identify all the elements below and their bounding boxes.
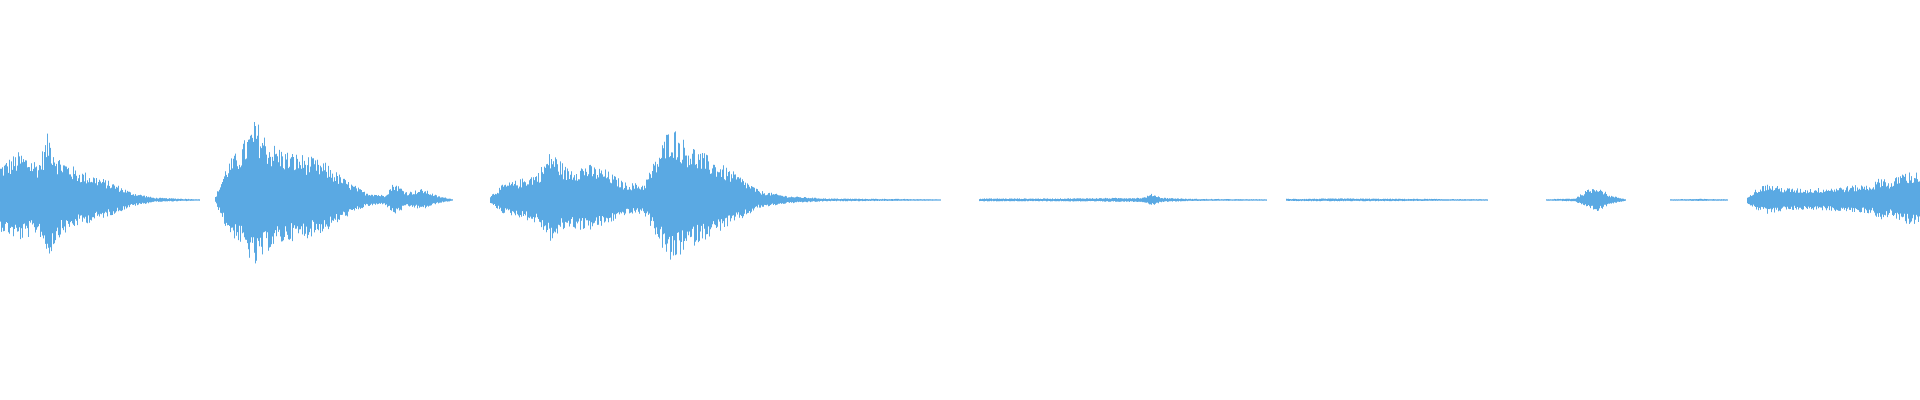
waveform-bars-group: [0, 122, 1920, 264]
waveform-segment-3: [490, 131, 941, 260]
waveform-segment-7: [1670, 198, 1728, 201]
waveform-segment-4: [979, 193, 1267, 205]
waveform-segment-2: [215, 122, 453, 264]
waveform-segment-6: [1546, 189, 1626, 211]
waveform-segment-5: [1286, 198, 1488, 202]
waveform-segment-1: [0, 133, 200, 254]
waveform-segment-8: [1747, 172, 1920, 224]
